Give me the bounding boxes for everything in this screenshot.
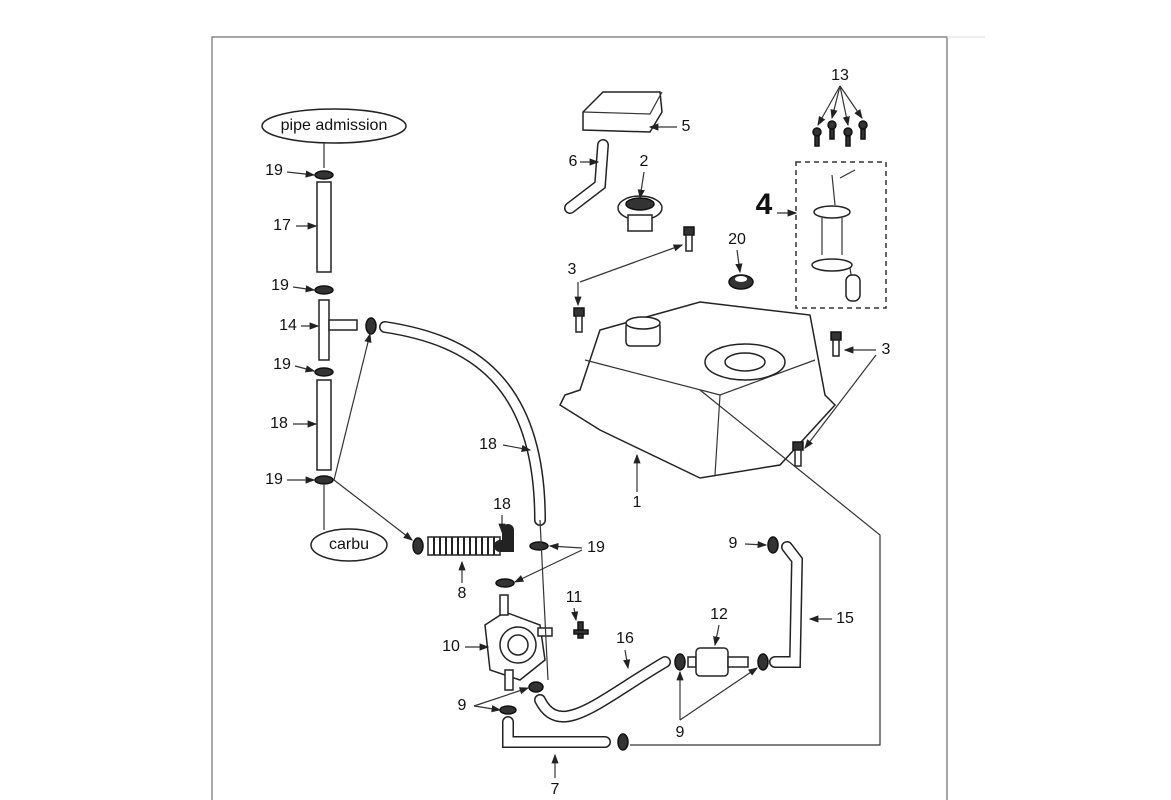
callout-19b: 19 — [271, 277, 289, 294]
fuel-tank-1 — [559, 301, 837, 479]
callout-4: 4 — [756, 188, 773, 221]
callout-1: 1 — [633, 494, 642, 511]
callout-3b: 3 — [882, 341, 891, 358]
callout-7: 7 — [551, 781, 560, 798]
hose-16 — [534, 656, 671, 723]
diagram-frame — [211, 36, 948, 800]
hose-17 — [316, 181, 332, 273]
callout-15: 15 — [836, 610, 854, 627]
callout-8: 8 — [458, 585, 467, 602]
fuel-valve-10 — [484, 594, 553, 691]
grommet-20 — [728, 274, 754, 290]
callout-12: 12 — [710, 606, 728, 623]
callout-19e: 19 — [587, 539, 605, 556]
hose-7 — [502, 716, 611, 748]
callout-18c: 18 — [493, 496, 511, 513]
hose-15 — [769, 541, 804, 668]
fuel-gauge-sender-4 — [795, 161, 887, 309]
callout-numbers: 13 5 6 2 4 20 3 3 1 19 17 19 14 19 18 19… — [265, 67, 890, 798]
callout-13: 13 — [831, 67, 849, 84]
callout-19c: 19 — [273, 356, 291, 373]
drain-hose-6 — [564, 139, 609, 214]
tray-5 — [582, 91, 663, 133]
callout-9a: 9 — [729, 535, 738, 552]
carbu-label: carbu — [310, 528, 388, 562]
callout-5: 5 — [682, 118, 691, 135]
callout-9c: 9 — [676, 724, 685, 741]
fuel-cap-2 — [617, 195, 663, 232]
hose-18-left — [316, 379, 332, 471]
callout-16: 16 — [616, 630, 634, 647]
callout-19d: 19 — [265, 471, 283, 488]
leader-lines — [286, 85, 881, 778]
vent-hose-18 — [379, 321, 546, 526]
callout-10: 10 — [442, 638, 460, 655]
callout-9b: 9 — [458, 697, 467, 714]
corrugated-hose-8 — [427, 524, 514, 556]
fuel-filter-12 — [687, 647, 749, 677]
pipe-admission-label: pipe admission — [261, 108, 407, 144]
callout-6: 6 — [569, 153, 578, 170]
carbu-text: carbu — [329, 536, 369, 553]
callout-18a: 18 — [270, 415, 288, 432]
bolts-3 — [573, 226, 842, 467]
callout-3a: 3 — [568, 261, 577, 278]
t-joint-14 — [318, 299, 358, 361]
clamps-19 — [314, 170, 779, 751]
callout-14: 14 — [279, 317, 297, 334]
callout-2: 2 — [640, 153, 649, 170]
callout-20: 20 — [728, 231, 746, 248]
callout-11: 11 — [566, 589, 583, 606]
screws-13 — [812, 120, 868, 147]
pipe-admission-text: pipe admission — [281, 117, 388, 134]
callout-19a: 19 — [265, 162, 283, 179]
callout-18b: 18 — [479, 436, 497, 453]
bolt-11 — [573, 621, 589, 639]
callout-17: 17 — [273, 217, 291, 234]
